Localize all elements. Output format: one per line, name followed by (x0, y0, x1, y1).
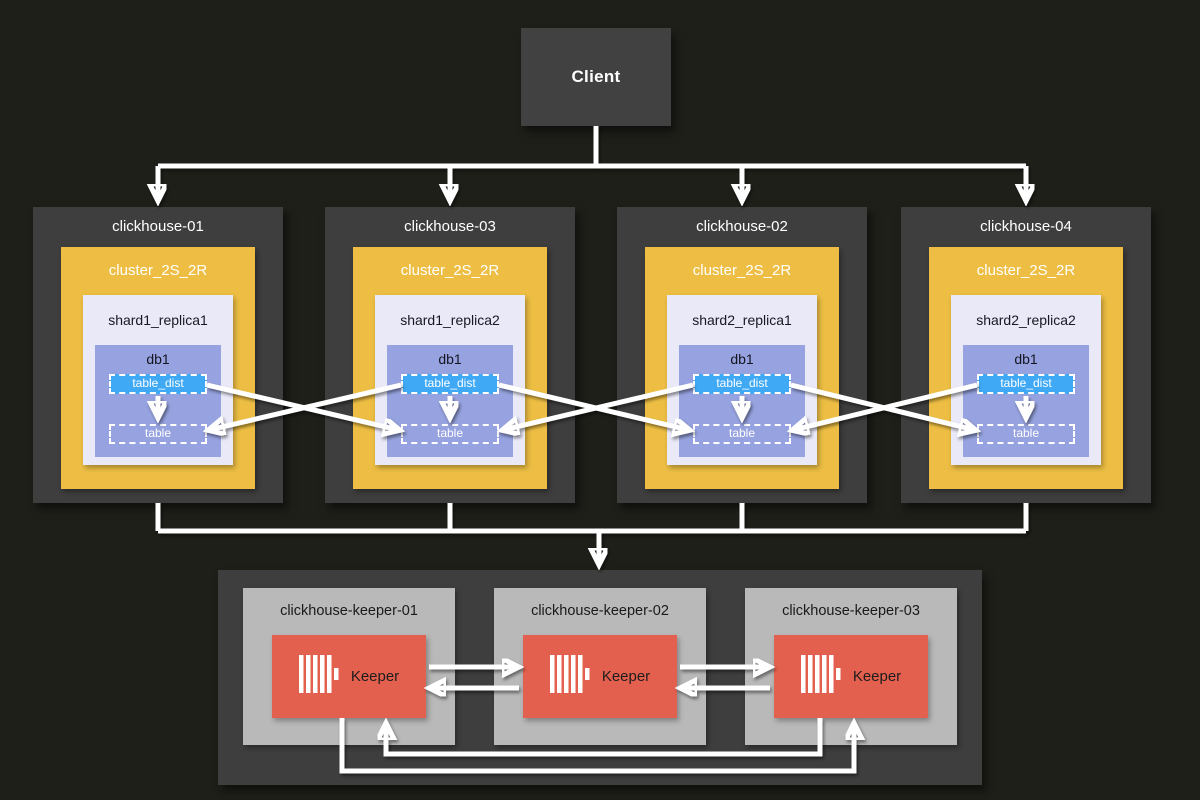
database-box: db1 table_dist table (679, 345, 805, 457)
keeper-cluster-box: clickhouse-keeper-01 Keeper clickhouse-k… (218, 570, 982, 785)
server-name: clickhouse-02 (696, 218, 788, 235)
cluster-label: cluster_2S_2R (400, 262, 500, 279)
client-node: Client (521, 28, 671, 126)
server-name: clickhouse-01 (112, 218, 204, 235)
cluster-box: cluster_2S_2R shard2_replica1 db1 table_… (645, 247, 839, 489)
keeper-logo-icon (800, 654, 843, 699)
keeper-service-box: Keeper (774, 635, 928, 718)
keeper-node-3: clickhouse-keeper-03 Keeper (745, 588, 957, 745)
database-box: db1 table_dist table (95, 345, 221, 457)
table-dist-box: table_dist (401, 374, 499, 394)
replica-label: shard2_replica1 (692, 312, 792, 328)
table-box: table (401, 424, 499, 444)
keeper-name: clickhouse-keeper-03 (782, 603, 920, 619)
keeper-label: Keeper (350, 668, 400, 685)
table-dist-box: table_dist (109, 374, 207, 394)
table-box: table (109, 424, 207, 444)
server-to-keeper-arrows (155, 503, 1029, 564)
database-box: db1 table_dist table (963, 345, 1089, 457)
server-name: clickhouse-04 (980, 218, 1072, 235)
server-node-1: clickhouse-01 cluster_2S_2R shard1_repli… (33, 207, 283, 503)
table-box: table (693, 424, 791, 444)
cluster-box: cluster_2S_2R shard1_replica1 db1 table_… (61, 247, 255, 489)
keeper-name: clickhouse-keeper-02 (531, 603, 669, 619)
cluster-box: cluster_2S_2R shard2_replica2 db1 table_… (929, 247, 1123, 489)
cluster-label: cluster_2S_2R (692, 262, 792, 279)
replica-box: shard2_replica2 db1 table_dist table (951, 295, 1101, 465)
cluster-label: cluster_2S_2R (108, 262, 208, 279)
replica-label: shard2_replica2 (976, 312, 1076, 328)
keeper-label: Keeper (601, 668, 651, 685)
database-box: db1 table_dist table (387, 345, 513, 457)
replica-box: shard2_replica1 db1 table_dist table (667, 295, 817, 465)
cluster-box: cluster_2S_2R shard1_replica2 db1 table_… (353, 247, 547, 489)
database-label: db1 (438, 351, 462, 367)
database-label: db1 (1014, 351, 1038, 367)
replica-box: shard1_replica2 db1 table_dist table (375, 295, 525, 465)
keeper-name: clickhouse-keeper-01 (280, 603, 418, 619)
server-node-2: clickhouse-03 cluster_2S_2R shard1_repli… (325, 207, 575, 503)
keeper-label: Keeper (852, 668, 902, 685)
server-name: clickhouse-03 (404, 218, 496, 235)
client-label: Client (571, 67, 621, 86)
keeper-service-box: Keeper (272, 635, 426, 718)
keeper-logo-icon (549, 654, 592, 699)
database-label: db1 (730, 351, 754, 367)
database-label: db1 (146, 351, 170, 367)
server-node-3: clickhouse-02 cluster_2S_2R shard2_repli… (617, 207, 867, 503)
client-fanout-arrows (158, 126, 1026, 200)
replica-box: shard1_replica1 db1 table_dist table (83, 295, 233, 465)
table-dist-box: table_dist (693, 374, 791, 394)
keeper-node-2: clickhouse-keeper-02 Keeper (494, 588, 706, 745)
table-box: table (977, 424, 1075, 444)
table-dist-box: table_dist (977, 374, 1075, 394)
keeper-node-1: clickhouse-keeper-01 Keeper (243, 588, 455, 745)
keeper-service-box: Keeper (523, 635, 677, 718)
replica-label: shard1_replica1 (108, 312, 208, 328)
cluster-label: cluster_2S_2R (976, 262, 1076, 279)
table-dist-local-arrows (158, 396, 1026, 417)
server-node-4: clickhouse-04 cluster_2S_2R shard2_repli… (901, 207, 1151, 503)
keeper-logo-icon (298, 654, 341, 699)
replica-label: shard1_replica2 (400, 312, 500, 328)
